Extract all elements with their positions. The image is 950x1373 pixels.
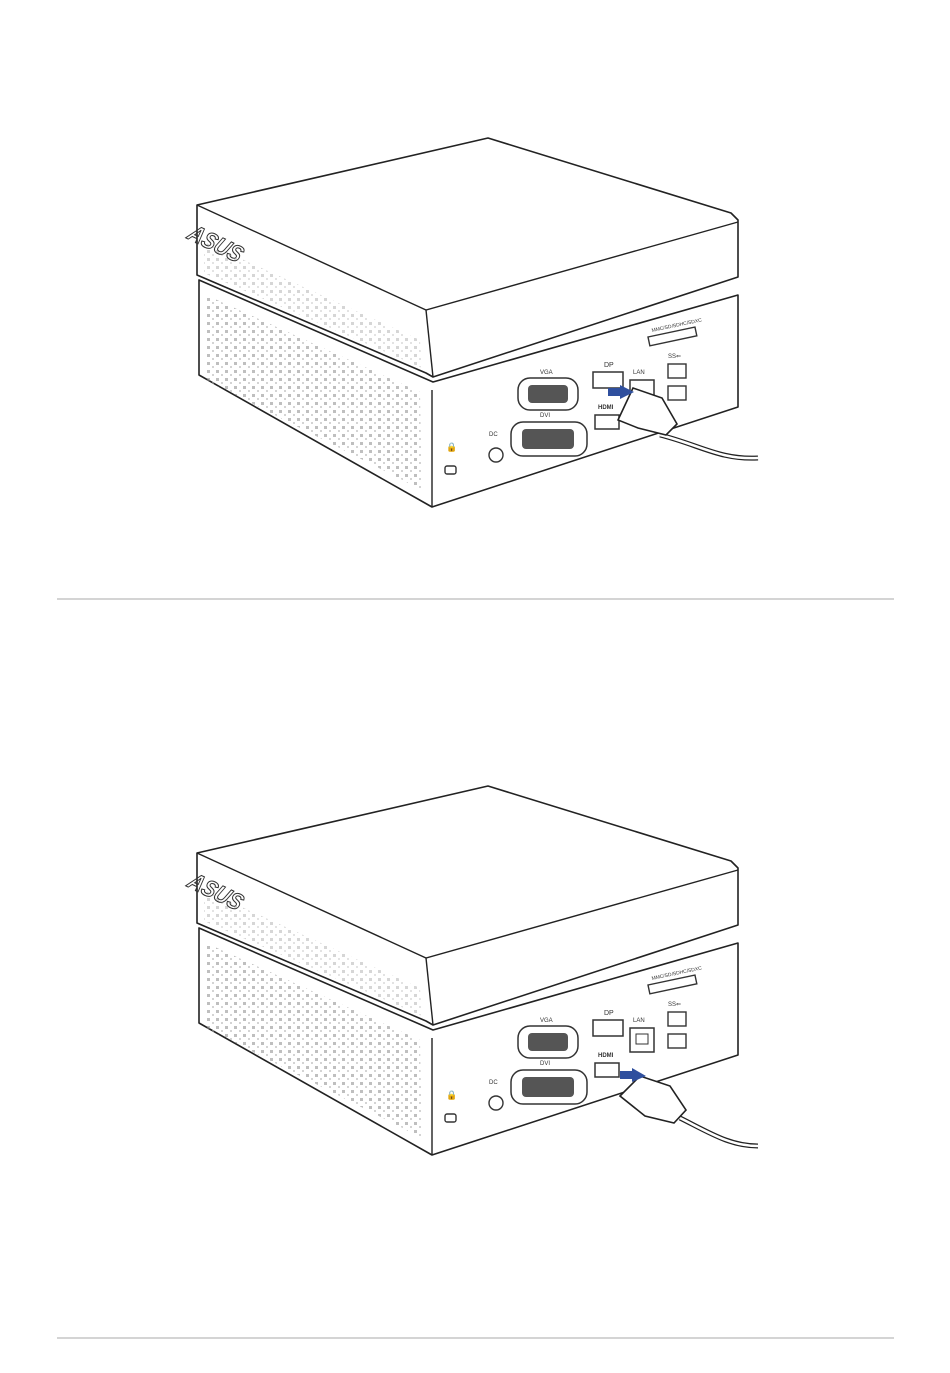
hdmi-label: HDMI — [598, 405, 614, 411]
dvi-label: DVI — [540, 413, 550, 419]
lan-port — [630, 1028, 654, 1052]
dp-label: DP — [604, 1010, 614, 1017]
displayport-port — [593, 372, 623, 388]
hdmi-port — [595, 415, 619, 429]
dc-label: DC — [489, 1080, 498, 1086]
usb-port-2 — [668, 1034, 686, 1048]
mini-pc-illustration: ASUS 🔒 DC VGA DVI DP HDMI LAN MMC/SD/SDH… — [0, 778, 950, 1166]
usb-label: SS⇐ — [668, 1002, 681, 1008]
dvi-label: DVI — [540, 1061, 550, 1067]
dc-label: DC — [489, 432, 498, 438]
usb-label: SS⇐ — [668, 354, 681, 360]
svg-text:🔒: 🔒 — [446, 442, 457, 452]
figure-displayport-connection: ASUS 🔒 DC VGA DVI DP HDMI LAN MMC/SD/SDH… — [0, 130, 950, 515]
cable — [680, 1118, 758, 1146]
vga-label: VGA — [540, 1018, 553, 1024]
displayport-port — [593, 1020, 623, 1036]
hdmi-label: HDMI — [598, 1053, 614, 1059]
hdmi-port — [595, 1063, 619, 1077]
mini-pc-illustration: ASUS 🔒 DC VGA DVI DP HDMI LAN MMC/SD/SDH… — [0, 130, 950, 515]
dp-label: DP — [604, 362, 614, 369]
usb-port-2 — [668, 386, 686, 400]
figure-hdmi-connection: ASUS 🔒 DC VGA DVI DP HDMI LAN MMC/SD/SDH… — [0, 778, 950, 1166]
lan-label: LAN — [633, 1018, 645, 1024]
usb-port-1 — [668, 364, 686, 378]
svg-text:🔒: 🔒 — [446, 1090, 457, 1100]
section-divider — [57, 1337, 894, 1339]
usb-port-1 — [668, 1012, 686, 1026]
section-divider — [57, 598, 894, 600]
vga-label: VGA — [540, 370, 553, 376]
lan-label: LAN — [633, 370, 645, 376]
